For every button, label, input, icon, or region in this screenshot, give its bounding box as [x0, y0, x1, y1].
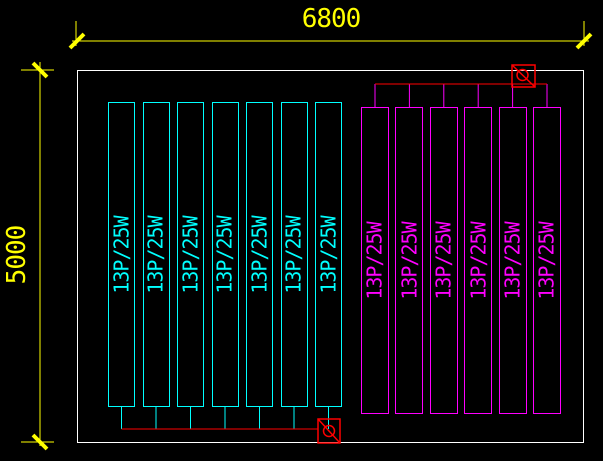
dimension-tick	[575, 32, 593, 50]
dimension-tick	[31, 61, 49, 79]
wiring-stubs	[121, 84, 548, 429]
luminaire-bar: 13P/25W	[211, 102, 239, 407]
luminaire-bar: 13P/25W	[280, 102, 308, 407]
luminaire-bar: 13P/25W	[361, 107, 389, 414]
dimension-height	[21, 61, 54, 451]
luminaire-bar: 13P/25W	[246, 102, 273, 407]
wiring	[121, 64, 547, 444]
dimension-width	[68, 21, 593, 50]
luminaire-bar: 13P/25W	[142, 102, 170, 407]
luminaire-bar: 13P/25W	[498, 107, 527, 414]
width-dimension-label: 6800	[301, 4, 362, 34]
luminaire-bar: 13P/25W	[464, 107, 493, 414]
luminaire-bar: 13P/25W	[177, 102, 204, 407]
dimension-tick	[68, 32, 86, 50]
luminaire-bar: 13P/25W	[429, 107, 458, 414]
luminaire-bar: 13P/25W	[108, 102, 135, 407]
luminaire-bar: 13P/25W	[533, 107, 561, 414]
luminaire-bar: 13P/25W	[395, 107, 424, 414]
circuit-box-symbol-top	[511, 64, 536, 88]
dimension-tick	[31, 433, 49, 451]
luminaire-bar: 13P/25W	[315, 102, 342, 407]
circuit-box-symbol-bottom	[317, 418, 341, 444]
